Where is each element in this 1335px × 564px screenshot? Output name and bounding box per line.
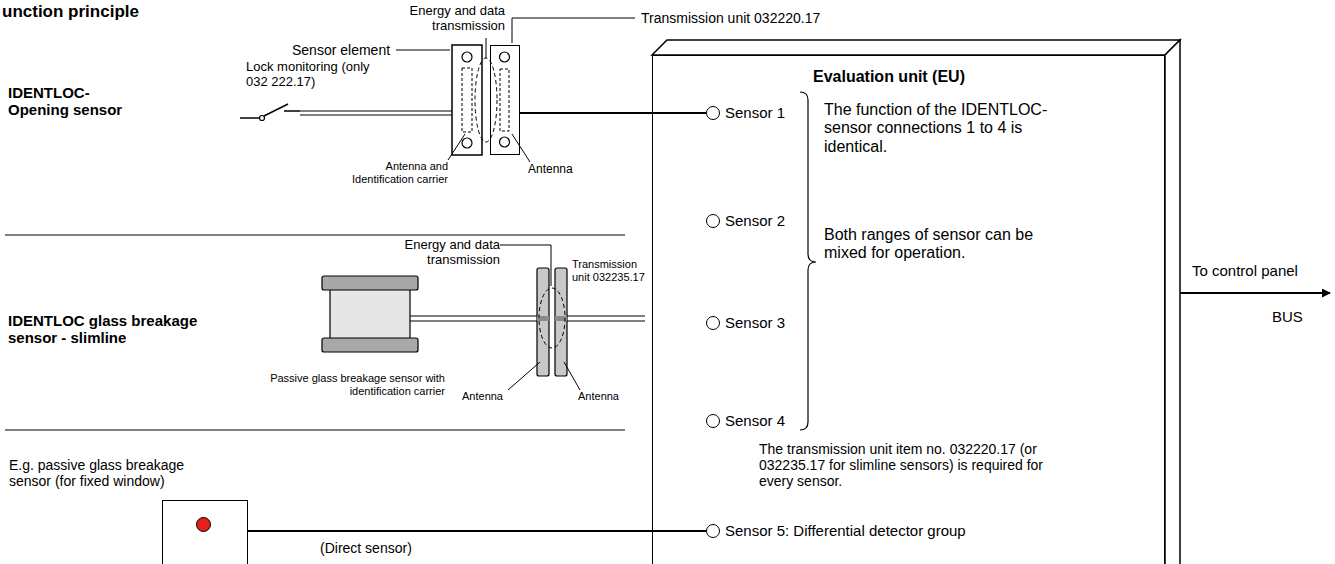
- callout-label: Energy and data transmission: [390, 238, 500, 268]
- transmission-unit-detail: [491, 46, 518, 153]
- switch-contact: [284, 110, 300, 112]
- glass-sensor-band: [322, 338, 418, 352]
- sensor-terminal: Sensor 2: [706, 212, 785, 230]
- bus-arrow: [1180, 292, 1330, 294]
- brace: [800, 92, 816, 430]
- terminal-label: Sensor 5: Differential detector group: [725, 522, 966, 539]
- node-note: The transmission unit item no. 032220.17…: [759, 441, 1059, 489]
- node-note: Both ranges of sensor can be mixed for o…: [824, 226, 1069, 263]
- node-heading: Evaluation unit (EU): [813, 68, 965, 86]
- transmission-field: [539, 288, 565, 348]
- antenna: [500, 69, 509, 131]
- terminal-circle: [706, 414, 720, 428]
- separator-line: [5, 235, 625, 236]
- sensor-cable: [567, 315, 645, 316]
- leader-line: [564, 362, 580, 390]
- output-label: To control panel: [1192, 262, 1298, 279]
- callout-label: Antenna and Identification carrier: [328, 160, 448, 185]
- sensor-cable: [410, 315, 537, 316]
- terminal-label: Sensor 2: [725, 212, 785, 229]
- terminal-label: Sensor 3: [725, 314, 785, 331]
- sensor-terminal: Sensor 4: [706, 412, 785, 430]
- section-heading: IDENTLOC glass breakage sensor - slimlin…: [8, 312, 218, 347]
- terminal-label: Sensor 1: [725, 104, 785, 121]
- callout-label: Lock monitoring (only 032 222.17): [246, 60, 371, 90]
- terminal-circle: [706, 316, 720, 330]
- leader-line: [486, 38, 487, 58]
- leader-line: [448, 134, 465, 160]
- sensor-cable: [300, 114, 452, 115]
- leader-line: [512, 18, 635, 43]
- terminal-circle: [706, 214, 720, 228]
- transmission-field: [475, 58, 497, 142]
- sensor-terminal: Sensor 1: [706, 104, 785, 122]
- node-heading: Transmission unit 032220.17: [641, 10, 820, 26]
- sensor-cable: [520, 112, 706, 114]
- switch-lever: [264, 104, 288, 116]
- terminal-label: Sensor 4: [725, 412, 785, 429]
- switch-wire: [240, 117, 259, 119]
- leader-line: [512, 134, 530, 162]
- screw-hole: [500, 52, 510, 62]
- leader-line: [500, 245, 551, 286]
- diagram-title: unction principle: [2, 2, 139, 22]
- sensor-terminal: Sensor 5: Differential detector group: [706, 522, 966, 540]
- leader-line: [508, 362, 540, 390]
- housing-top-face: [652, 40, 1180, 55]
- node-heading: E.g. passive glass breakage sensor (for …: [9, 457, 199, 489]
- node-note: The function of the IDENTLOC-sensor conn…: [824, 101, 1069, 156]
- sensor-terminal: Sensor 3: [706, 314, 785, 332]
- glass-sensor-body: [330, 288, 410, 340]
- antenna-id-carrier: [462, 68, 472, 132]
- sensor-cable: [248, 530, 706, 532]
- sensor-cable: [410, 320, 537, 321]
- indicator-led: [196, 517, 211, 532]
- leader-line: [396, 50, 450, 51]
- transmission-slab: [555, 268, 567, 376]
- sensor-cable: [300, 110, 452, 111]
- transmission-unit: Transmission unit 032220.17: [490, 45, 520, 155]
- callout-label: Antenna: [528, 163, 573, 177]
- housing-side-face: [1165, 40, 1180, 564]
- sensor-element: [452, 45, 482, 155]
- callout-label: Transmission unit 032235.17: [572, 258, 650, 283]
- callout-label: Sensor element: [292, 42, 390, 58]
- direct-glass-sensor: E.g. passive glass breakage sensor (for …: [162, 500, 248, 564]
- callout-label: Passive glass breakage sensor with ident…: [265, 372, 445, 397]
- terminal-circle: [706, 106, 720, 120]
- bus-label: BUS: [1272, 308, 1303, 325]
- glass-sensor-band: [322, 276, 418, 290]
- screw-hole: [462, 138, 472, 148]
- callout-label: Antenna: [578, 390, 619, 403]
- callout-label: Antenna: [462, 390, 503, 403]
- screw-hole: [500, 137, 510, 147]
- terminal-circle: [706, 524, 720, 538]
- switch-pivot: [260, 116, 265, 121]
- section-heading: IDENTLOC- Opening sensor: [8, 84, 133, 119]
- edge-label: (Direct sensor): [318, 540, 414, 556]
- separator-line: [5, 430, 625, 431]
- callout-label: Energy and data transmission: [395, 4, 505, 34]
- sensor-cable: [567, 320, 645, 321]
- screw-hole: [462, 52, 472, 62]
- evaluation-unit: Evaluation unit (EU) The function of the …: [652, 55, 1165, 564]
